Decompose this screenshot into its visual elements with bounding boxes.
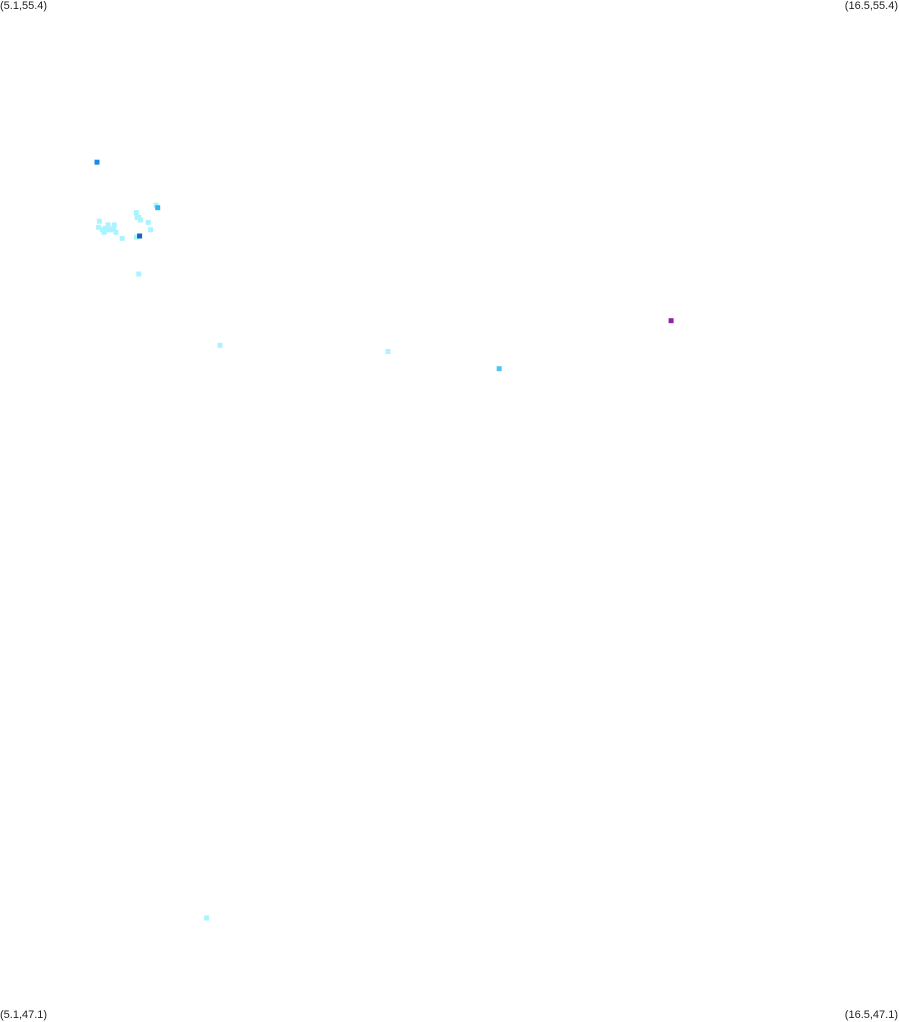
map-point-13 (104, 227, 110, 233)
map-point-28 (204, 915, 210, 921)
corner-label-bottom-right: (16.5,47.1) (844, 1009, 898, 1021)
map-point-20 (133, 234, 139, 240)
corner-label-top-right: (16.5,55.4) (844, 0, 898, 12)
map-point-2 (155, 205, 161, 211)
map-point-23 (136, 271, 142, 277)
map-point-6 (137, 217, 143, 223)
map-point-19 (148, 227, 154, 233)
map-point-8 (105, 222, 111, 228)
map-point-10 (96, 224, 102, 230)
map-point-17 (101, 229, 107, 235)
map-point-24 (217, 342, 223, 348)
map-point-14 (107, 227, 113, 233)
map-point-0 (94, 159, 100, 165)
map-point-26 (496, 366, 502, 372)
corner-label-bottom-left: (5.1,47.1) (0, 1009, 48, 1021)
map-point-16 (113, 229, 119, 235)
map-point-9 (111, 222, 117, 228)
map-point-7 (96, 218, 102, 224)
map-point-15 (111, 226, 117, 232)
map-point-22 (119, 235, 125, 241)
map-point-18 (145, 219, 151, 225)
map-point-25 (385, 349, 391, 354)
map-point-3 (133, 210, 139, 216)
corner-label-top-left: (5.1,55.4) (0, 0, 48, 12)
map-point-21 (137, 233, 143, 239)
map-point-27 (668, 318, 674, 324)
